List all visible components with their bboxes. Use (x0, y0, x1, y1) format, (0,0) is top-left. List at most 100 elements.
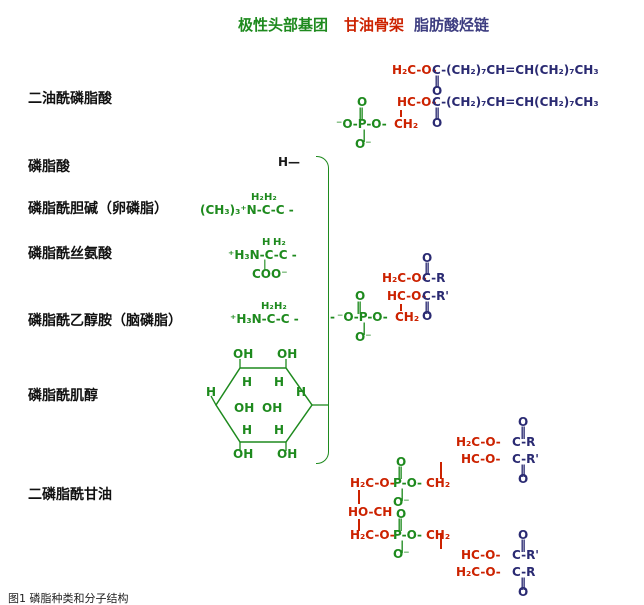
figure-caption: 图1 磷脂种类和分子结构 (8, 592, 129, 605)
formula-fragment: ‖ (424, 261, 430, 275)
formula-fragment: COO⁻ (252, 267, 288, 281)
formula-fragment: ‖ (397, 465, 403, 479)
formula-fragment: O⁻ (393, 495, 410, 509)
formula-fragment: | (400, 487, 405, 501)
formula-fragment: O (355, 289, 366, 303)
header-fatty-acid-label: 脂肪酸烃链 (414, 16, 490, 34)
row-label-pi: 磷脂酰肌醇 (28, 388, 98, 404)
formula-fragment: ‖ (358, 106, 364, 120)
formula-fragment: O⁻ (393, 547, 410, 561)
formula-fragment: C-R' (422, 289, 449, 303)
formula-fragment: H (296, 385, 307, 399)
formula-fragment: ⁺H₃N-C-C - (228, 248, 297, 262)
formula-fragment: ⁺H₃N-C-C - (230, 312, 299, 326)
formula-fragment: H (262, 237, 271, 248)
formula-fragment: C-R (422, 271, 446, 285)
formula-fragment: OH (277, 347, 298, 361)
formula-fragment: H₂ (273, 237, 286, 248)
row-label-pa: 磷脂酸 (28, 159, 70, 175)
row-label-pe: 磷脂酰乙醇胺（脑磷脂） (28, 313, 182, 329)
formula-fragment: H (274, 423, 285, 437)
formula-fragment: O (518, 585, 529, 599)
formula-fragment: CH₂ (426, 528, 451, 542)
inositol-ring (210, 359, 328, 451)
formula-fragment: CH₂ (426, 476, 451, 490)
formula-fragment: OH (262, 401, 283, 415)
bond-line (358, 519, 360, 531)
formula-fragment: ⁻O-P-O- (337, 310, 388, 324)
formula-fragment: ‖ (520, 463, 526, 477)
formula-fragment: ‖ (520, 425, 526, 439)
formula-fragment: CH₂ (395, 310, 420, 324)
bond-line (400, 304, 402, 311)
formula-fragment: H₂ (251, 192, 264, 203)
formula-fragment: O (518, 472, 529, 486)
header-glycerol-label: 甘油骨架 (344, 16, 405, 34)
formula-fragment: H₂C-O- (456, 435, 501, 449)
formula-fragment: ‖ (424, 300, 430, 314)
formula-fragment: ‖ (356, 300, 362, 314)
row-label-ps: 磷脂酰丝氨酸 (28, 246, 112, 262)
formula-fragment: C-(CH₂)₇CH=CH(CH₂)₇CH₃ (432, 95, 599, 109)
formula-fragment: O⁻ (355, 137, 372, 151)
formula-fragment: C-R' (512, 452, 539, 466)
formula-fragment: H (242, 375, 253, 389)
formula-fragment: H₂ (274, 301, 287, 312)
formula-fragment: | (263, 259, 267, 270)
formula-fragment: OH (233, 347, 254, 361)
formula-fragment: HC-O- (387, 289, 427, 303)
formula-fragment: C-R (512, 435, 536, 449)
formula-fragment: O (357, 95, 368, 109)
formula-fragment: | (400, 539, 405, 553)
formula-fragment: ‖ (520, 576, 526, 590)
formula-fragment: H (274, 375, 285, 389)
formula-fragment: H₂C-O- (350, 476, 395, 490)
formula-fragment: CH₂ (394, 117, 419, 131)
formula-fragment: | (362, 321, 367, 335)
formula-fragment: ⁻O-P-O- (336, 117, 387, 131)
formula-fragment: O (518, 415, 529, 429)
formula-fragment: P-O- (393, 528, 422, 542)
formula-fragment: O (518, 528, 529, 542)
formula-fragment: H₂C-O- (382, 271, 427, 285)
formula-fragment: O⁻ (355, 330, 372, 344)
bond-line (400, 110, 402, 117)
formula-fragment: ‖ (520, 538, 526, 552)
formula-fragment: ‖ (434, 74, 440, 88)
formula-fragment: C-R' (512, 548, 539, 562)
formula-fragment: HC-O- (461, 548, 501, 562)
formula-fragment: H— (278, 155, 301, 169)
formula-fragment: C-R (512, 565, 536, 579)
formula-fragment: ‖ (397, 517, 403, 531)
row-label-pc: 磷脂酰胆碱（卵磷脂） (28, 201, 168, 217)
formula-fragment: H₂ (261, 301, 274, 312)
formula-fragment: O (422, 309, 433, 323)
formula-fragment: OH (234, 401, 255, 415)
header-polar-head-label: 极性头部基团 (238, 16, 329, 34)
formula-fragment: OH (233, 447, 254, 461)
row-label-dioleoyl-pa: 二油酰磷脂酸 (28, 91, 112, 107)
formula-fragment: H₂C-O- (392, 63, 437, 77)
formula-fragment: O (396, 507, 407, 521)
formula-fragment: O (422, 251, 433, 265)
formula-fragment: O (396, 455, 407, 469)
formula-fragment: H₂C-O- (350, 528, 395, 542)
formula-fragment: HC-O- (397, 95, 437, 109)
formula-fragment: H (242, 423, 253, 437)
formula-fragment: - (330, 310, 335, 324)
bond-line (440, 462, 442, 479)
formula-fragment: P-O- (393, 476, 422, 490)
bond-line (440, 533, 442, 549)
formula-fragment: HO-CH (348, 505, 393, 519)
bond-line (358, 490, 360, 504)
formula-fragment: (CH₃)₃⁺N-C-C - (200, 203, 294, 217)
formula-fragment: C-(CH₂)₇CH=CH(CH₂)₇CH₃ (432, 63, 599, 77)
formula-fragment: O (432, 116, 443, 130)
formula-fragment: O (432, 84, 443, 98)
formula-fragment: | (362, 128, 367, 142)
